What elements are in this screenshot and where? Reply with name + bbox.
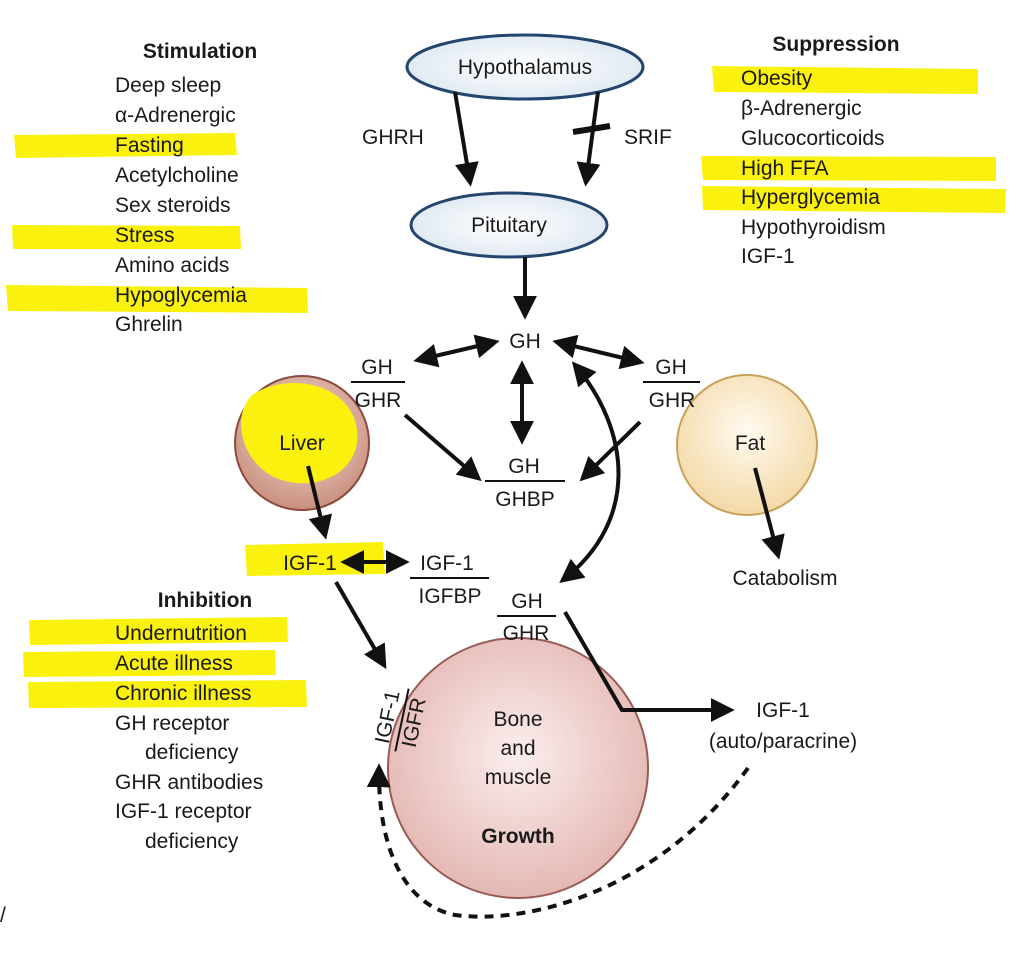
highlight-acute-illness bbox=[23, 650, 276, 677]
inhibition-item: deficiency bbox=[145, 830, 239, 853]
stimulation-item: α-Adrenergic bbox=[115, 104, 236, 127]
stimulation-item: Stress bbox=[115, 224, 175, 247]
inhibition-item: GHR antibodies bbox=[115, 771, 263, 794]
srif-inhibition-bar bbox=[572, 123, 611, 135]
stimulation-item: Sex steroids bbox=[115, 194, 231, 217]
gh-to-bone-ghr-curve bbox=[559, 361, 621, 583]
ghr-bottom-numerator: GH bbox=[511, 590, 543, 613]
ghbp-numerator: GH bbox=[508, 455, 540, 478]
inhibition-item: IGF-1 receptor bbox=[115, 800, 252, 823]
ghbp-denominator: GHBP bbox=[495, 488, 555, 511]
inhibition-item: Chronic illness bbox=[115, 682, 252, 705]
gh-to-right-ghr-arrow bbox=[552, 334, 645, 370]
hypothalamus-label: Hypothalamus bbox=[458, 56, 592, 79]
ghrh-label: GHRH bbox=[362, 126, 424, 149]
highlight-obesity bbox=[712, 66, 978, 94]
ghr-bottom-denominator: GHR bbox=[503, 622, 550, 645]
and-label: and bbox=[500, 737, 535, 760]
fat-label: Fat bbox=[735, 432, 766, 455]
gh-center-label: GH bbox=[509, 330, 541, 353]
suppression-item: Hyperglycemia bbox=[741, 186, 880, 209]
liver-to-igf1-arrow bbox=[306, 465, 333, 540]
highlight-hyperglycemia bbox=[702, 186, 1006, 213]
ghrh-arrow bbox=[453, 91, 479, 187]
pituitary-node bbox=[409, 191, 609, 259]
stimulation-list: Stimulation Deep sleep α-Adrenergic Fast… bbox=[115, 40, 257, 336]
stimulation-item: Ghrelin bbox=[115, 313, 183, 336]
inhibition-list: Inhibition Undernutrition Acute illness … bbox=[115, 589, 263, 853]
igfbp-numerator: IGF-1 bbox=[420, 552, 474, 575]
srif-arrow bbox=[576, 91, 601, 187]
suppression-item: High FFA bbox=[741, 157, 829, 180]
igf1-to-igfr-arrow bbox=[334, 580, 387, 670]
suppression-item: IGF-1 bbox=[741, 245, 795, 268]
igfr-fraction-bar bbox=[394, 688, 410, 752]
suppression-title: Suppression bbox=[772, 33, 899, 56]
stimulation-item: Amino acids bbox=[115, 254, 229, 277]
inhibition-item: Acute illness bbox=[115, 652, 233, 675]
stimulation-item: Hypoglycemia bbox=[115, 284, 247, 307]
igf1-auto-label: IGF-1 bbox=[756, 699, 810, 722]
liver-label: Liver bbox=[279, 432, 325, 455]
stimulation-item: Deep sleep bbox=[115, 74, 221, 97]
suppression-item: β-Adrenergic bbox=[741, 97, 862, 120]
gh-to-left-ghr-arrow bbox=[413, 334, 500, 368]
pituitary-label: Pituitary bbox=[471, 214, 547, 237]
srif-label: SRIF bbox=[624, 126, 672, 149]
inhibition-item: Undernutrition bbox=[115, 622, 247, 645]
highlight-chronic-illness bbox=[28, 680, 307, 708]
stimulation-item: Fasting bbox=[115, 134, 184, 157]
highlight-fasting bbox=[14, 133, 237, 158]
igf1-liver-label: IGF-1 bbox=[283, 552, 337, 575]
igfbp-denominator: IGFBP bbox=[418, 585, 481, 608]
fat-node bbox=[676, 374, 818, 516]
hypothalamus-node bbox=[405, 33, 645, 101]
muscle-label: muscle bbox=[485, 766, 552, 789]
inhibition-item: GH receptor bbox=[115, 712, 229, 735]
suppression-item: Obesity bbox=[741, 67, 813, 90]
inhibition-item: deficiency bbox=[145, 741, 239, 764]
growth-label: Growth bbox=[481, 825, 555, 848]
suppression-item: Hypothyroidism bbox=[741, 216, 886, 239]
highlight-high-ffa bbox=[701, 156, 996, 181]
stimulation-title: Stimulation bbox=[143, 40, 257, 63]
highlight-stress bbox=[12, 225, 241, 249]
bone-label: Bone bbox=[493, 708, 542, 731]
gh-left-numerator: GH bbox=[361, 356, 393, 379]
inhibition-title: Inhibition bbox=[158, 589, 252, 612]
autocrine-feedback-dashed-arrow bbox=[366, 763, 750, 919]
gh-right-numerator: GH bbox=[655, 356, 687, 379]
highlight-hypoglycemia bbox=[6, 285, 308, 313]
ghr-left-denominator: GHR bbox=[355, 389, 402, 412]
highlighter-marks bbox=[6, 66, 1006, 708]
highlight-liver bbox=[241, 382, 358, 484]
fat-to-catabolism-arrow bbox=[753, 467, 785, 560]
suppression-item: Glucocorticoids bbox=[741, 127, 885, 150]
ghr-to-igf1-auto-arrow bbox=[563, 610, 735, 722]
left-ghr-to-ghbp-arrow bbox=[403, 413, 482, 482]
stimulation-item: Acetylcholine bbox=[115, 164, 239, 187]
ghr-right-denominator: GHR bbox=[649, 389, 696, 412]
highlight-undernutrition bbox=[29, 617, 288, 645]
catabolism-label: Catabolism bbox=[732, 567, 837, 590]
auto-paracrine-label: (auto/paracrine) bbox=[709, 730, 857, 753]
suppression-list: Suppression Obesity β-Adrenergic Glucoco… bbox=[741, 33, 900, 268]
stray-mark: / bbox=[0, 904, 6, 927]
arrows bbox=[306, 91, 785, 919]
